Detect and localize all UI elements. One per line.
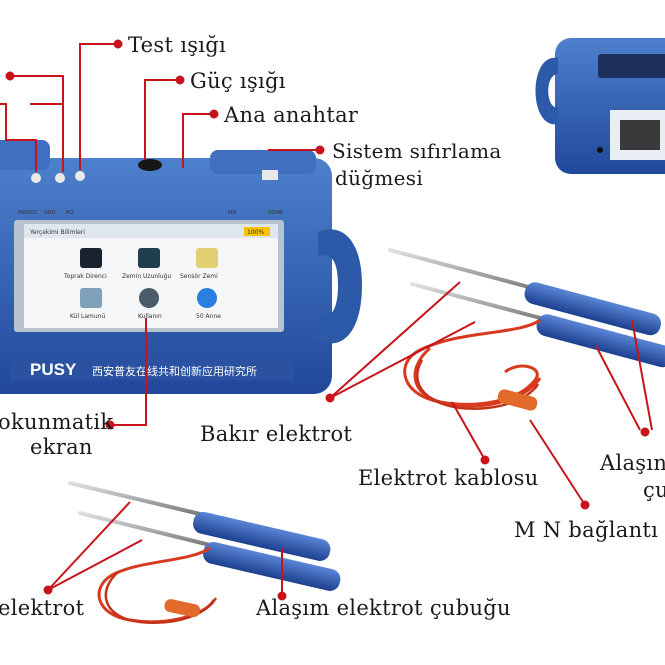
label-mn-connection: M N bağlantı: [514, 518, 659, 542]
label-electrode-cable: Elektrot kablosu: [358, 466, 539, 490]
label-alloy-rod: Alaşım elektrot çubuğu: [256, 596, 511, 620]
label-power-light: Güç ışığı: [190, 69, 286, 93]
label-touch-line1: okunmatik: [0, 410, 114, 434]
app-icon-ground[interactable]: [138, 248, 160, 268]
status-mn: MN: [228, 210, 236, 216]
brand-chinese: 西安普友在线共和创新应用研究所: [92, 364, 257, 378]
app-label: Kullanın: [138, 313, 162, 320]
label-electrode-left: elektrot: [0, 596, 85, 620]
label-touch-line2: ekran: [30, 435, 93, 459]
main-device: PAGE01 GND M2 MN HOME Yerçekimi Bilimler…: [0, 140, 362, 394]
app-icon-sensor[interactable]: [196, 248, 218, 268]
label-test-light: Test ışığı: [128, 33, 227, 57]
app-label: Zemin Uzunluğu: [122, 273, 171, 280]
label-reset-line1: Sistem sıfırlama: [332, 139, 502, 163]
app-label: Sensör Zemi: [180, 273, 218, 280]
app-icon-waste[interactable]: [80, 288, 102, 308]
status-page: PAGE01: [18, 210, 37, 216]
status-m2: M2: [66, 210, 74, 216]
indicator-light: [31, 173, 41, 183]
main-switch-knob[interactable]: [138, 159, 162, 171]
electrode-pair-right: [388, 248, 665, 411]
brand-logo: PUSY: [30, 360, 77, 379]
electrode-pair-left: [68, 481, 341, 624]
app-icon-fifty[interactable]: [197, 288, 217, 308]
label-reset-line2: düğmesi: [335, 166, 424, 190]
power-light-icon: [75, 171, 85, 181]
label-main-switch: Ana anahtar: [224, 103, 359, 127]
test-light-icon: [55, 173, 65, 183]
status-home: HOME: [268, 210, 283, 216]
app-label: Kül Lamunü: [70, 313, 105, 320]
label-alloy-right-line2: çu: [643, 478, 665, 502]
app-label: 50 Anne: [196, 313, 221, 320]
app-icon-use[interactable]: [139, 288, 159, 308]
window-title: Yerçekimi Bilimleri: [29, 229, 85, 236]
app-label: Toprak Direnci: [63, 273, 107, 280]
battery-label: 100%: [247, 229, 264, 236]
app-icon-soil[interactable]: [80, 248, 102, 268]
label-alloy-right-line1: Alaşın: [600, 451, 665, 475]
battery-badge: [244, 227, 270, 236]
status-gnd: GND: [44, 210, 56, 216]
label-copper-electrode: Bakır elektrot: [200, 422, 353, 446]
reset-button[interactable]: [262, 170, 278, 180]
callout-lines: [0, 39, 653, 601]
remote-unit: [535, 38, 665, 174]
